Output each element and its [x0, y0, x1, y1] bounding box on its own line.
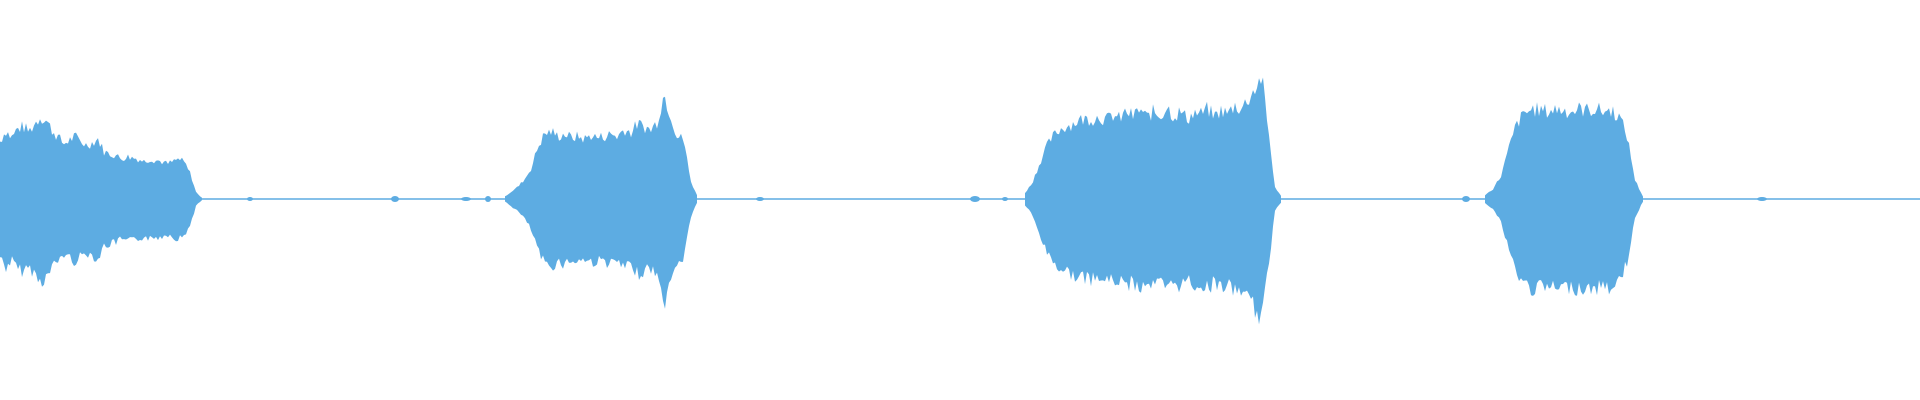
- waveform-blip: [1757, 197, 1767, 201]
- waveform-blip: [970, 196, 980, 202]
- waveform-clip-2: [505, 96, 697, 309]
- waveform-blip: [247, 197, 253, 201]
- waveform-clip-1: [0, 119, 202, 287]
- waveform-blip: [1002, 197, 1008, 201]
- waveform-blip: [461, 197, 471, 201]
- waveform-blip: [756, 197, 764, 201]
- waveform-clip-4: [1485, 102, 1643, 296]
- waveform-blip: [391, 196, 399, 202]
- waveform-blip: [1462, 196, 1470, 202]
- waveform-clips: [0, 77, 1767, 325]
- waveform-blip: [485, 196, 491, 202]
- waveform-clip-3: [1025, 77, 1281, 325]
